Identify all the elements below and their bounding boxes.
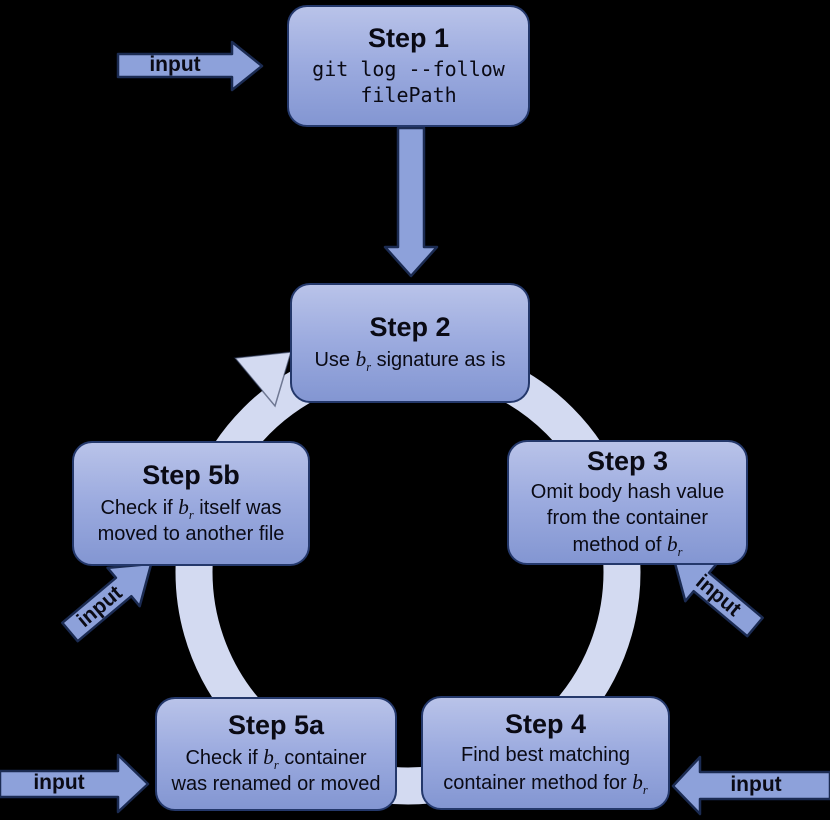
input-arrow-top-icon <box>116 40 264 92</box>
step2-body: Use br signature as is <box>314 347 506 375</box>
down-arrow-icon <box>383 126 439 278</box>
step2-title: Step 2 <box>369 312 451 343</box>
step4-title: Step 4 <box>504 709 587 740</box>
input-arrow-diagonal-left-icon <box>61 562 153 643</box>
step1-title: Step 1 <box>367 23 450 54</box>
input-arrow-bottom-right-icon <box>671 755 830 816</box>
input-label-bottom-left: input <box>33 771 85 794</box>
input-arrow-bottom-left-icon <box>0 753 150 814</box>
cycle-arrowhead-icon <box>233 351 293 408</box>
step5a-title: Step 5a <box>227 710 325 741</box>
step5b-title: Step 5b <box>142 459 240 490</box>
step2-box: Step 2 Use br signature as is <box>290 283 530 403</box>
input-label-top: input <box>149 53 201 76</box>
input-label-bottom-right: input <box>730 773 782 796</box>
step3-title: Step 3 <box>586 446 669 477</box>
